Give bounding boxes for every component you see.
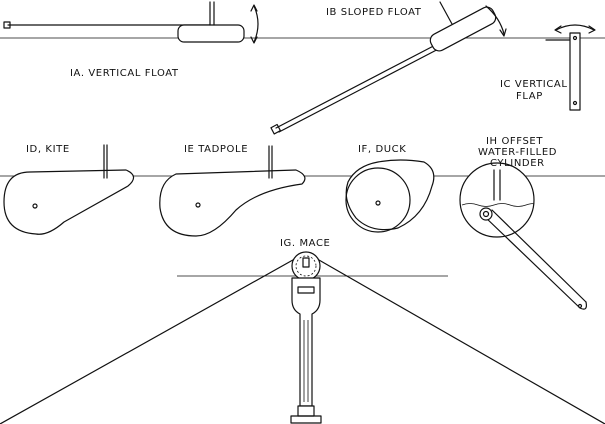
sloped-arm-a [275, 39, 446, 129]
mace-tether-right [311, 255, 605, 424]
cylinder-water-level [461, 203, 535, 207]
cylinder-arm-a [483, 215, 581, 309]
label-1f: IF, DUCK [358, 144, 406, 155]
cylinder-hub-inner [482, 210, 490, 218]
mace-shaft [291, 277, 321, 407]
cylinder-arm-b [491, 209, 587, 303]
cylinder-arm-pivot [577, 303, 583, 309]
label-1c-line1: IC VERTICAL [500, 79, 568, 90]
label-1g: IG. MACE [280, 238, 330, 249]
sloped-float-rod [439, 1, 453, 25]
motion-arc-arrow [253, 5, 259, 43]
device-1g-mace [0, 251, 605, 424]
float-body [177, 24, 245, 43]
kite-pivot [32, 203, 38, 209]
device-1f-duck [345, 159, 435, 233]
arm-pivot [3, 21, 11, 29]
sloped-motion-arrow [485, 5, 505, 35]
flap-arrowhead-left [554, 25, 562, 34]
motion-arrowhead-up [250, 4, 258, 12]
mace-head-socket [302, 257, 310, 268]
label-1h-line1: IH OFFSET [486, 136, 543, 147]
label-1h-line3: CYLINDER [490, 158, 545, 169]
mace-tether-left [0, 255, 301, 424]
flap-pivot-top [572, 35, 578, 41]
label-1a: IA. VERTICAL FLOAT [70, 68, 179, 79]
device-1c-vertical-flap [545, 24, 596, 111]
sloped-motion-arrowhead [499, 28, 507, 37]
tadpole-pivot [195, 202, 201, 208]
mace-shaft-window [297, 286, 315, 294]
duck-pivot [375, 200, 381, 206]
label-1e: IE TADPOLE [184, 144, 248, 155]
flap-motion-arrow [555, 24, 595, 31]
device-1a-vertical-float [3, 1, 259, 44]
kite-body [3, 169, 135, 235]
motion-arrowhead-down [250, 36, 258, 44]
device-1h-offset-water-filled-cylinder [459, 162, 587, 310]
cylinder-hub [479, 207, 493, 221]
tadpole-body [159, 169, 306, 237]
device-1d-kite [3, 144, 135, 235]
flap-plate [569, 32, 581, 111]
sloped-float-body [429, 6, 497, 52]
label-1h-line2: WATER-FILLED [478, 147, 557, 158]
cylinder-outer [459, 162, 535, 238]
sloped-arm-pivot [270, 123, 282, 135]
mace-anchor [290, 415, 322, 424]
label-1b: IB SLOPED FLOAT [326, 7, 422, 18]
cylinder-arm-end [579, 301, 587, 310]
flap-arrowhead-right [588, 25, 596, 34]
device-1e-tadpole [159, 145, 306, 237]
label-1d: ID, KITE [26, 144, 70, 155]
duck-body [345, 159, 435, 231]
mace-base-block [297, 405, 315, 417]
duck-circle [345, 167, 411, 233]
device-1b-sloped-float [270, 1, 507, 135]
flap-pivot-bottom [572, 100, 578, 106]
mace-float-ring [295, 255, 317, 277]
label-1c-line2: FLAP [516, 91, 543, 102]
sloped-arm-b [278, 43, 449, 133]
